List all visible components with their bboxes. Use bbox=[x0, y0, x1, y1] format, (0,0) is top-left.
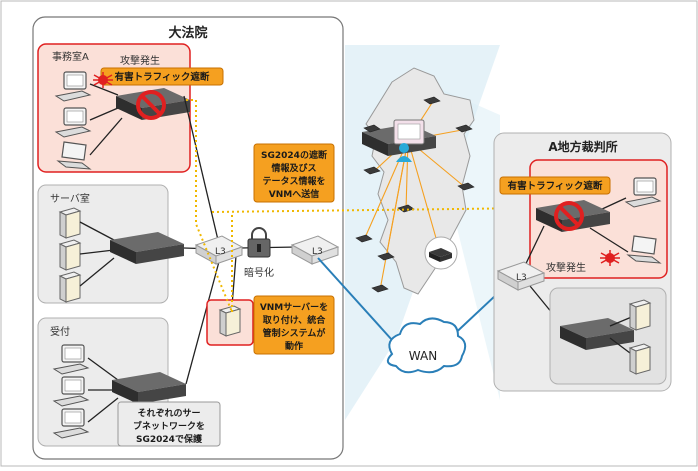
subnet-callout bbox=[117, 401, 221, 447]
vnm-callout-line-1: VNMサーバーを bbox=[260, 302, 328, 313]
vnm-callout-line-4: 動作 bbox=[285, 340, 303, 352]
vnm-server-icon bbox=[219, 305, 241, 337]
wan-label: WAN bbox=[409, 349, 437, 363]
server-icon bbox=[59, 239, 81, 271]
server-icon bbox=[59, 207, 81, 239]
report-callout bbox=[253, 143, 335, 203]
report-callout-line-4: VNMへ送信 bbox=[269, 188, 319, 200]
hq-title: 大法院 bbox=[168, 25, 207, 41]
vnm-callout-line-2: 取り付け、統合 bbox=[263, 314, 327, 326]
reception-label: 受付 bbox=[50, 325, 70, 338]
wan-link-left bbox=[317, 257, 393, 341]
server-room-label: サーバ室 bbox=[50, 192, 90, 205]
server-icon bbox=[629, 343, 651, 375]
report-callout-line-2: 情報及びス bbox=[270, 162, 316, 174]
l3-label-hq: L3 bbox=[215, 247, 226, 257]
vnm-callout-line-3: 管制システムが bbox=[263, 327, 327, 339]
server-icon bbox=[629, 299, 651, 331]
l3-label-edge: L3 bbox=[312, 247, 323, 257]
subnet-callout-line-1: それぞれのサー bbox=[137, 408, 200, 419]
status-report-paths bbox=[186, 99, 537, 313]
server-icon bbox=[59, 271, 81, 303]
report-callout-line-3: テータス情報を bbox=[262, 175, 325, 187]
lock-icon bbox=[247, 227, 271, 258]
subnet-callout-line-3: SG2024で保護 bbox=[136, 433, 203, 445]
subnet-callout-line-2: ブネットワークを bbox=[133, 420, 205, 432]
vnm-callout bbox=[253, 295, 335, 355]
attack-label-right: 攻撃発生 bbox=[546, 261, 586, 274]
encryption-label: 暗号化 bbox=[244, 266, 274, 279]
monitoring-terminal-icon bbox=[393, 119, 425, 162]
attack-label-left: 攻撃発生 bbox=[120, 54, 160, 67]
block-badge-left-text: 有害トラフィック遮断 bbox=[115, 71, 210, 83]
report-callout-line-1: SG2024の遮断 bbox=[261, 149, 327, 161]
block-badge-right-text: 有害トラフィック遮断 bbox=[508, 180, 603, 192]
map-node-icons bbox=[355, 96, 475, 293]
office-a-label: 事務室A bbox=[52, 50, 89, 63]
branch-title: A地方裁判所 bbox=[548, 139, 617, 154]
block-badge-right bbox=[499, 176, 611, 195]
wan-cloud-icon bbox=[386, 317, 467, 374]
l3-label-branch: L3 bbox=[516, 273, 527, 283]
